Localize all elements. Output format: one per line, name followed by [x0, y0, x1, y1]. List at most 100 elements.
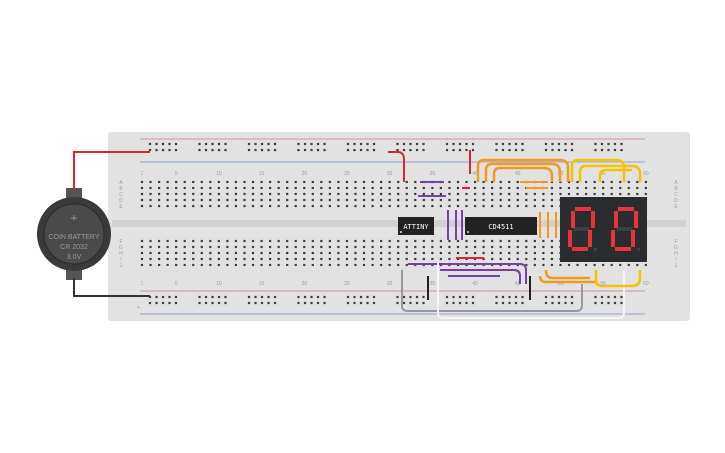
breadboard-hole[interactable]	[380, 198, 383, 202]
breadboard-hole[interactable]	[320, 198, 323, 202]
breadboard-hole[interactable]	[482, 198, 485, 202]
breadboard-hole[interactable]	[226, 198, 229, 202]
breadboard-hole[interactable]	[311, 204, 314, 208]
breadboard-hole[interactable]	[243, 263, 246, 267]
breadboard-hole[interactable]	[465, 198, 468, 202]
breadboard-hole[interactable]	[200, 192, 203, 196]
breadboard-hole[interactable]	[251, 204, 255, 208]
rail-hole[interactable]	[148, 148, 152, 152]
breadboard-hole[interactable]	[337, 263, 340, 267]
rail-hole[interactable]	[396, 301, 399, 305]
rail-hole[interactable]	[155, 295, 158, 299]
breadboard-hole[interactable]	[320, 192, 323, 196]
breadboard-hole[interactable]	[431, 257, 434, 261]
breadboard-hole[interactable]	[473, 239, 477, 243]
rail-hole[interactable]	[372, 295, 376, 299]
breadboard-hole[interactable]	[473, 198, 477, 202]
breadboard-hole[interactable]	[337, 186, 340, 190]
rail-hole[interactable]	[168, 148, 171, 152]
breadboard-hole[interactable]	[380, 239, 383, 243]
breadboard-hole[interactable]	[294, 239, 297, 243]
rail-hole[interactable]	[600, 142, 604, 146]
breadboard-hole[interactable]	[140, 186, 144, 190]
breadboard-hole[interactable]	[516, 257, 519, 261]
rail-hole[interactable]	[297, 142, 300, 146]
breadboard-hole[interactable]	[499, 257, 502, 261]
breadboard-hole[interactable]	[439, 245, 442, 249]
breadboard-hole[interactable]	[388, 204, 391, 208]
rail-hole[interactable]	[557, 142, 561, 146]
breadboard-hole[interactable]	[175, 251, 178, 255]
breadboard-hole[interactable]	[567, 263, 571, 267]
breadboard-hole[interactable]	[217, 204, 220, 208]
rail-hole[interactable]	[174, 301, 178, 305]
breadboard-hole[interactable]	[371, 251, 374, 255]
rail-hole[interactable]	[174, 295, 178, 299]
rail-hole[interactable]	[316, 301, 320, 305]
breadboard-hole[interactable]	[209, 245, 212, 249]
breadboard-hole[interactable]	[345, 251, 349, 255]
breadboard-hole[interactable]	[260, 245, 263, 249]
breadboard-hole[interactable]	[149, 257, 152, 261]
breadboard-hole[interactable]	[269, 251, 272, 255]
breadboard-hole[interactable]	[260, 204, 263, 208]
wire-yellow-3[interactable]	[598, 168, 632, 182]
breadboard-hole[interactable]	[644, 180, 647, 184]
breadboard-hole[interactable]	[192, 263, 195, 267]
breadboard-hole[interactable]	[277, 245, 280, 249]
breadboard-hole[interactable]	[431, 239, 434, 243]
breadboard-hole[interactable]	[499, 198, 502, 202]
breadboard-hole[interactable]	[226, 257, 229, 261]
breadboard-hole[interactable]	[251, 245, 255, 249]
rail-hole[interactable]	[521, 301, 524, 305]
breadboard-hole[interactable]	[183, 251, 186, 255]
breadboard-hole[interactable]	[482, 204, 485, 208]
rail-hole[interactable]	[514, 142, 518, 146]
breadboard-hole[interactable]	[550, 239, 554, 243]
breadboard-hole[interactable]	[602, 186, 605, 190]
rail-hole[interactable]	[613, 148, 617, 152]
breadboard-hole[interactable]	[482, 239, 485, 243]
breadboard-hole[interactable]	[354, 186, 357, 190]
breadboard-hole[interactable]	[593, 180, 596, 184]
breadboard-hole[interactable]	[166, 204, 169, 208]
wire-power-to-row[interactable]	[388, 151, 405, 182]
breadboard-hole[interactable]	[602, 180, 605, 184]
breadboard-hole[interactable]	[439, 186, 442, 190]
breadboard-hole[interactable]	[516, 251, 519, 255]
wire-battery-positive[interactable]	[73, 151, 150, 190]
breadboard-hole[interactable]	[550, 204, 554, 208]
breadboard-hole[interactable]	[166, 257, 169, 261]
breadboard-hole[interactable]	[371, 180, 374, 184]
breadboard-hole[interactable]	[567, 192, 571, 196]
breadboard-hole[interactable]	[140, 245, 144, 249]
rail-hole[interactable]	[620, 148, 623, 152]
breadboard-hole[interactable]	[251, 263, 255, 267]
breadboard-hole[interactable]	[157, 192, 161, 196]
breadboard-hole[interactable]	[508, 192, 511, 196]
breadboard-hole[interactable]	[200, 204, 203, 208]
breadboard-hole[interactable]	[422, 245, 425, 249]
breadboard-hole[interactable]	[431, 198, 434, 202]
rail-hole[interactable]	[204, 142, 208, 146]
breadboard-hole[interactable]	[397, 239, 400, 243]
breadboard-hole[interactable]	[277, 239, 280, 243]
breadboard-hole[interactable]	[251, 180, 255, 184]
breadboard-hole[interactable]	[192, 257, 195, 261]
breadboard-hole[interactable]	[286, 198, 289, 202]
rail-hole[interactable]	[471, 301, 475, 305]
rail-hole[interactable]	[372, 148, 376, 152]
breadboard-hole[interactable]	[294, 204, 297, 208]
rail-hole[interactable]	[353, 301, 356, 305]
breadboard-hole[interactable]	[269, 186, 272, 190]
breadboard-hole[interactable]	[380, 245, 383, 249]
rail-hole[interactable]	[557, 148, 561, 152]
breadboard-hole[interactable]	[371, 245, 374, 249]
rail-hole[interactable]	[452, 142, 455, 146]
breadboard-hole[interactable]	[183, 192, 186, 196]
breadboard-hole[interactable]	[491, 204, 494, 208]
breadboard-hole[interactable]	[175, 186, 178, 190]
rail-hole[interactable]	[316, 142, 320, 146]
breadboard-hole[interactable]	[209, 192, 212, 196]
breadboard-hole[interactable]	[439, 192, 442, 196]
